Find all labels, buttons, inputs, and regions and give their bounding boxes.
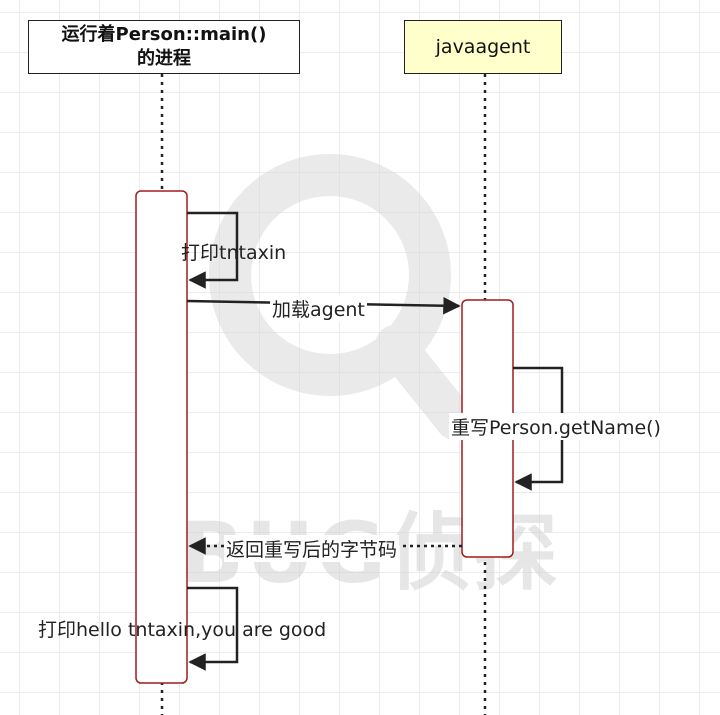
participant-process-line2: 的进程 <box>137 48 191 69</box>
participant-process-line1: 运行着Person::main() <box>61 24 267 45</box>
label-return-bytecode: 返回重写后的字节码 <box>224 535 400 562</box>
participant-process: 运行着Person::main() 的进程 <box>28 20 300 74</box>
participant-javaagent: javaagent <box>404 20 562 74</box>
label-print-hello: 打印hello tntaxin,you are good <box>38 619 327 641</box>
activation-process <box>135 190 188 684</box>
self-message-print-tntaxin <box>187 211 239 289</box>
self-message-print-hello <box>187 586 239 671</box>
label-rewrite: 重写Person.getName() <box>449 413 663 440</box>
watermark-logo <box>209 154 475 440</box>
label-print-tntaxin: 打印tntaxin <box>181 242 287 264</box>
participant-javaagent-label: javaagent <box>435 36 531 58</box>
label-load-agent: 加载agent <box>270 295 367 322</box>
